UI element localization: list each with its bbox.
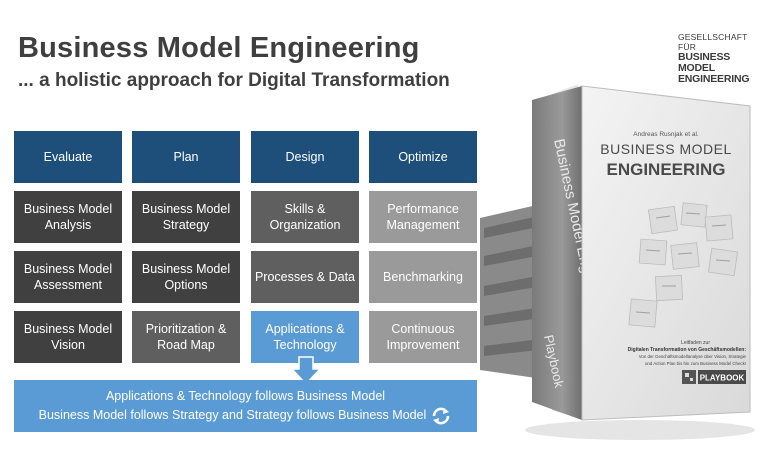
cell-prioritization-road-map: Prioritization & Road Map	[132, 311, 240, 363]
cell-processes-data: Processes & Data	[251, 251, 359, 303]
book-author: Andreas Rusnjak et al.	[633, 131, 699, 138]
playbook-book-image: Business Model Engineering Playbook Andr…	[480, 84, 755, 440]
cell-business-model-analysis: Business Model Analysis	[14, 191, 122, 243]
column-header-plan: Plan	[132, 131, 240, 183]
cell-business-model-vision: Business Model Vision	[14, 311, 122, 363]
cell-business-model-strategy: Business Model Strategy	[132, 191, 240, 243]
logo-line-3: ENGINEERING	[678, 73, 750, 85]
column-header-evaluate: Evaluate	[14, 131, 122, 183]
book-playbook-badge: PLAYBOOK	[700, 374, 745, 383]
book-title-line-1: BUSINESS MODEL	[600, 141, 731, 157]
logo-line-1: GESELLSCHAFT FÜR	[678, 32, 748, 52]
down-arrow-icon	[291, 356, 321, 386]
cell-continuous-improvement: Continuous Improvement	[369, 311, 477, 363]
logo-line-2: BUSINESS MODEL	[678, 51, 731, 74]
cell-benchmarking: Benchmarking	[369, 251, 477, 303]
book-title-line-2: ENGINEERING	[606, 160, 725, 179]
cell-business-model-options: Business Model Options	[132, 251, 240, 303]
column-header-optimize: Optimize	[369, 131, 477, 183]
book-subtitle-d: und Action Plan bis hin zum Business Mod…	[645, 361, 746, 366]
book-subtitle-b: Digitalen Transformation von Geschäftsmo…	[628, 347, 747, 353]
cell-applications-technology: Applications & Technology	[251, 311, 359, 363]
cell-skills-organization: Skills & Organization	[251, 191, 359, 243]
column-header-design: Design	[251, 131, 359, 183]
company-logo: GESELLSCHAFT FÜR BUSINESS MODEL ENGINEER…	[678, 32, 758, 85]
summary-banner: Applications & Technology follows Busine…	[14, 380, 477, 432]
cell-performance-management: Performance Management	[369, 191, 477, 243]
page-title: Business Model Engineering	[18, 32, 420, 64]
page-subtitle: ... a holistic approach for Digital Tran…	[18, 70, 450, 91]
banner-line-1: Applications & Technology follows Busine…	[105, 389, 386, 403]
cell-business-model-assessment: Business Model Assessment	[14, 251, 122, 303]
banner-line-2: Business Model follows Strategy and Stra…	[38, 408, 427, 422]
refresh-cycle-icon	[433, 407, 450, 424]
book-subtitle-a: Leitfaden zur	[681, 340, 710, 346]
book-subtitle-c: Von der Geschäftsmodellanalyse über Visi…	[639, 354, 747, 359]
